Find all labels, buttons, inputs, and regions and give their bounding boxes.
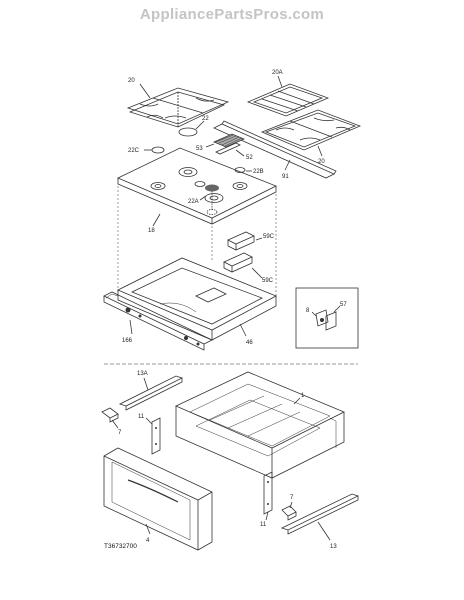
leader-cap-large [195,120,205,130]
slide-left[interactable] [118,375,184,411]
label-cap-small: 22B [253,169,264,175]
drawer-body[interactable] [175,371,345,479]
cap-large[interactable] [178,127,198,137]
leader-body-base [239,323,247,337]
label-rear-trim: 91 [282,174,289,180]
cap-left[interactable] [151,146,165,154]
label-inset-part-a: 8 [306,308,310,314]
leader-drawer-side-left [145,417,153,425]
label-slide-right: 13 [330,544,337,550]
drawer-front[interactable] [103,447,213,551]
leader-vent-trim [235,149,245,157]
front-rail[interactable] [103,291,213,351]
label-vent-trim: 52 [246,155,253,161]
leader-slide-right [317,521,331,541]
slide-right-bracket[interactable] [281,505,297,521]
drawer-side-left[interactable] [151,417,161,455]
label-cap-front: 22A [188,199,199,205]
label-vent-grill: 53 [196,146,203,152]
diagram-code: T36732700 [104,543,137,550]
leader-rear-trim [284,159,291,171]
label-drawer-body: 1 [301,393,305,399]
grate-right[interactable] [260,109,362,151]
vent-trim[interactable] [215,142,241,155]
inset-part-b[interactable] [325,311,337,331]
label-slide-left: 13A [137,371,148,377]
label-drawer-front: 4 [146,538,150,544]
leader-burner-box-top [255,237,263,241]
slide-left-bracket[interactable] [101,407,119,423]
site-title: AppliancePartsPros.com [139,6,325,23]
body-base[interactable] [117,257,277,341]
label-drawer-side-right: 11 [260,522,267,528]
label-burner-box-top: 59C [263,234,275,240]
label-drawer-side-left: 11 [138,414,145,420]
label-front-rail: 166 [122,338,133,344]
leader-cooktop [152,213,161,227]
label-grate-right: 20 [318,159,325,165]
leader-vent-grill [205,143,215,148]
label-inset-part-b: 57 [340,302,347,308]
cap-front[interactable] [205,184,219,215]
grate-top-right[interactable] [246,83,330,117]
inset-part-a[interactable] [315,309,329,327]
leader-drawer-front [145,523,151,535]
leader-grate-left [139,83,151,99]
label-burner-box-bottom: 59C [262,278,274,284]
inset-box [295,287,359,349]
label-body-base: 46 [246,340,253,346]
rear-trim[interactable] [213,120,337,179]
leader-grate-right [317,145,323,157]
label-slide-right-bracket: 7 [290,495,294,501]
leader-slide-left [143,377,149,391]
burner-box-bottom[interactable] [223,252,253,273]
leader-drawer-side-right [265,511,269,521]
slide-right[interactable] [280,493,360,535]
leader-slide-left-bracket [111,419,119,429]
leader-grate-top-right [277,75,283,88]
leader-inset-part-b [333,305,341,313]
label-grate-top-right: 20A [272,70,283,76]
label-cap-large: 22 [202,116,209,122]
leader-slide-right-bracket [289,501,293,509]
leader-cap-front [199,195,207,201]
label-grate-left: 20 [128,78,135,84]
leader-front-rail [129,319,133,335]
leader-drawer-body [293,397,301,405]
label-slide-left-bracket: 7 [118,430,122,436]
leader-burner-box-bottom [251,267,263,279]
label-cooktop: 18 [148,228,155,234]
grate-left[interactable] [126,87,230,128]
leader-inset-part-a [311,311,317,317]
alignment-lines [117,186,277,298]
vent-grill[interactable] [212,133,246,148]
burner-box-top[interactable] [227,231,255,251]
drawer-side-right[interactable] [263,471,273,515]
cooktop[interactable] [117,147,277,225]
label-cap-left-text: 22C [128,148,140,154]
